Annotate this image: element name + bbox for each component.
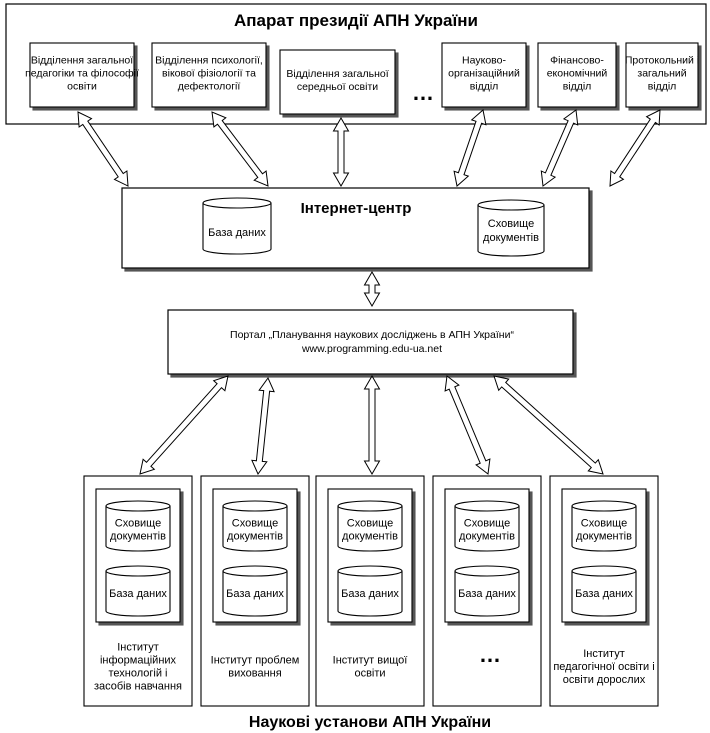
storage-label: Сховище: [464, 517, 510, 529]
database-label: База даних: [226, 588, 284, 600]
department-label: освіти: [67, 81, 97, 93]
department-label: Протокольний і: [625, 55, 699, 67]
storage-label: Сховище: [115, 517, 161, 529]
department-label: Фінансово-: [550, 55, 604, 67]
portal-url: www.programming.edu-ua.net: [301, 343, 442, 355]
department-label: Науково-: [462, 55, 506, 67]
database-cylinder: [105, 565, 171, 617]
institutes-ellipsis: …: [479, 642, 501, 667]
department-label: організаційний: [448, 68, 520, 80]
double-arrow-icon: [363, 374, 381, 476]
department-label: відділ: [563, 81, 592, 93]
department-label: Відділення загальної: [31, 55, 133, 67]
institute-name: освіти: [354, 667, 385, 679]
institute-name: виховання: [228, 667, 281, 679]
departments-ellipsis: …: [412, 80, 434, 105]
storage-label: документів: [110, 530, 166, 542]
database-cylinder: [571, 565, 637, 617]
storage-label: Сховище: [232, 517, 278, 529]
storage-label: документів: [483, 232, 539, 244]
double-arrow-icon: [363, 270, 381, 308]
institute-name: освіти дорослих: [563, 674, 646, 686]
storage-cylinder: [222, 500, 288, 552]
database-label: База даних: [208, 227, 266, 239]
institute-name: Інститут проблем: [211, 654, 300, 666]
storage-label: Сховище: [347, 517, 393, 529]
institute-name: педагогічної освіти і: [553, 661, 654, 673]
institute-name: Інститут вищої: [333, 654, 408, 666]
department-label: педагогіки та філософії: [25, 68, 139, 80]
storage-label: документів: [227, 530, 283, 542]
internet-center-title: Інтернет-центр: [301, 200, 412, 217]
institute-name: Інститут: [117, 641, 159, 653]
department-label: середньої освіти: [297, 81, 378, 93]
double-arrow-icon: [77, 111, 129, 187]
double-arrow-icon: [453, 109, 487, 187]
department-label: Відділення загальної: [286, 68, 388, 80]
department-label: загальний: [637, 68, 686, 80]
institute-name: технологій і: [108, 667, 167, 679]
department-label: Відділення психології,: [155, 55, 263, 67]
storage-cylinder: [571, 500, 637, 552]
storage-cylinder: [337, 500, 403, 552]
storage-cylinder: [477, 199, 545, 257]
double-arrow-icon: [332, 116, 350, 188]
arrows-group: [77, 109, 661, 476]
presidium-title: Апарат президії АПН України: [234, 11, 478, 30]
department-label: вікової фізіології та: [162, 68, 256, 80]
institute-name: інформаційних: [100, 654, 177, 666]
database-label: База даних: [575, 588, 633, 600]
double-arrow-icon: [609, 109, 661, 187]
database-label: База даних: [458, 588, 516, 600]
department-box: Відділення психології,вікової фізіології…: [151, 42, 267, 108]
database-label: База даних: [109, 588, 167, 600]
double-arrow-icon: [493, 375, 604, 475]
institute-name: засобів навчання: [94, 680, 182, 692]
database-cylinder: [337, 565, 403, 617]
department-label: дефектології: [178, 81, 241, 93]
storage-label: Сховище: [581, 517, 627, 529]
department-label: економічний: [547, 68, 608, 80]
double-arrow-icon: [139, 375, 229, 475]
double-arrow-icon: [251, 377, 275, 475]
portal-title: Портал „Планування наукових досліджень в…: [230, 329, 514, 341]
storage-label: Сховище: [488, 218, 534, 230]
storage-cylinder: [105, 500, 171, 552]
department-label: відділ: [470, 81, 499, 93]
storage-cylinder: [454, 500, 520, 552]
department-label: відділ: [648, 81, 677, 93]
double-arrow-icon: [444, 375, 491, 475]
institute-name: Інститут: [583, 648, 625, 660]
database-cylinder: [222, 565, 288, 617]
storage-label: документів: [342, 530, 398, 542]
storage-label: документів: [576, 530, 632, 542]
institutes-caption: Наукові установи АПН України: [249, 714, 491, 731]
database-label: База даних: [341, 588, 399, 600]
double-arrow-icon: [211, 111, 269, 187]
storage-label: документів: [459, 530, 515, 542]
portal-group: Портал „Планування наукових досліджень в…: [167, 309, 574, 375]
double-arrow-icon: [540, 109, 579, 187]
portal-box: [167, 309, 574, 375]
database-cylinder: [454, 565, 520, 617]
internet-center-database: База даних: [202, 197, 272, 255]
database-cylinder: [202, 197, 272, 255]
internet-center-storage: Сховище документів: [477, 199, 545, 257]
